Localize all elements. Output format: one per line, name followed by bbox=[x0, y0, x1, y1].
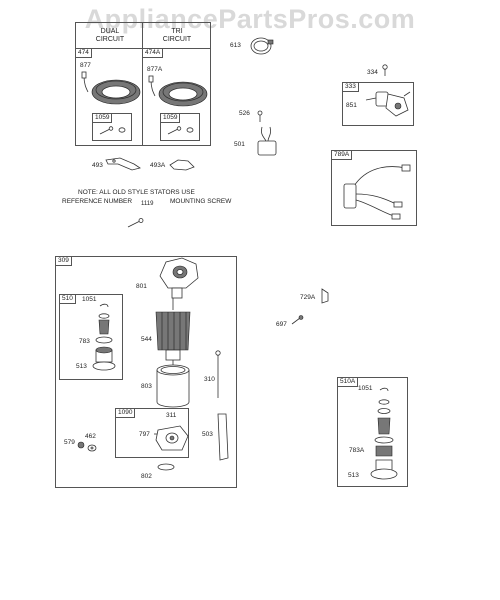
ref-789a: 789A bbox=[332, 151, 353, 160]
label-802: 802 bbox=[141, 473, 152, 480]
ref-510: 510 bbox=[60, 295, 76, 304]
ref-1090: 1090 bbox=[116, 409, 136, 418]
note-line-2-end: MOUNTING SCREW bbox=[170, 198, 232, 205]
watermark: AppliancePartsPros.com bbox=[84, 4, 416, 34]
label-513-right: 513 bbox=[348, 472, 359, 479]
gear-stack-510a bbox=[370, 387, 398, 480]
note-line-2: REFERENCE NUMBER bbox=[62, 198, 133, 205]
screw-526 bbox=[257, 110, 263, 122]
note-line-1: NOTE: ALL OLD STYLE STATORS USE bbox=[78, 189, 195, 196]
label-613: 613 bbox=[230, 42, 241, 49]
label-877a: 877A bbox=[147, 66, 163, 73]
stator-877-drawing bbox=[81, 71, 141, 105]
label-513: 513 bbox=[76, 363, 87, 370]
label-579: 579 bbox=[64, 439, 75, 446]
stator-header-divider bbox=[75, 48, 211, 49]
label-1051-right: 1051 bbox=[358, 385, 373, 392]
label-801: 801 bbox=[136, 283, 147, 290]
label-462: 462 bbox=[85, 433, 96, 440]
label-526: 526 bbox=[239, 110, 250, 117]
label-797: 797 bbox=[139, 431, 150, 438]
label-334: 334 bbox=[367, 69, 378, 76]
bracket-503 bbox=[217, 413, 229, 461]
label-803: 803 bbox=[141, 383, 152, 390]
harness-789a bbox=[343, 164, 411, 220]
box-1090 bbox=[115, 408, 189, 458]
bracket-493 bbox=[105, 157, 141, 171]
stator-divider bbox=[142, 22, 143, 146]
note-ref-1119: 1119 bbox=[141, 201, 154, 207]
label-503: 503 bbox=[202, 431, 213, 438]
starter-box-309 bbox=[55, 256, 237, 488]
sub-box-1059-left bbox=[92, 113, 132, 141]
thru-bolt-310 bbox=[215, 350, 221, 398]
solenoid-851 bbox=[365, 91, 411, 117]
label-783: 783 bbox=[79, 338, 90, 345]
clamp-613 bbox=[250, 37, 274, 55]
ref-1059-left: 1059 bbox=[93, 114, 113, 123]
gear-stack-510 bbox=[92, 303, 116, 371]
mounting-screw-1119 bbox=[127, 218, 144, 228]
screw-washer-right bbox=[167, 126, 194, 135]
box-510a bbox=[337, 377, 408, 487]
nut-579 bbox=[77, 441, 85, 449]
housing-803 bbox=[156, 364, 190, 408]
box-333 bbox=[342, 82, 414, 126]
tri-circuit-header: TRI CIRCUIT bbox=[162, 28, 192, 43]
label-310: 310 bbox=[204, 376, 215, 383]
washer-462 bbox=[87, 444, 97, 452]
stator-877a-drawing bbox=[148, 75, 208, 107]
box-510 bbox=[59, 294, 123, 380]
rectifier-501 bbox=[257, 126, 277, 156]
label-851: 851 bbox=[346, 102, 357, 109]
label-544: 544 bbox=[141, 336, 152, 343]
brush-plate-797 bbox=[154, 425, 189, 451]
ref-309: 309 bbox=[56, 257, 72, 266]
box-789a bbox=[331, 150, 417, 226]
sub-box-1059-right bbox=[160, 113, 200, 141]
end-cap-802 bbox=[157, 463, 175, 471]
label-501: 501 bbox=[234, 141, 245, 148]
stator-panel bbox=[75, 22, 211, 146]
ref-474a: 474A bbox=[143, 49, 164, 58]
label-493a: 493A bbox=[150, 162, 166, 169]
ref-474: 474 bbox=[76, 49, 92, 58]
label-493: 493 bbox=[92, 162, 103, 169]
label-877: 877 bbox=[80, 62, 91, 69]
label-311: 311 bbox=[166, 412, 177, 419]
bracket-493a bbox=[169, 159, 195, 171]
label-729a: 729A bbox=[300, 294, 316, 301]
screw-334 bbox=[382, 64, 388, 76]
drive-end-cap-801 bbox=[159, 257, 199, 299]
label-783a: 783A bbox=[349, 447, 365, 454]
screw-washer-left bbox=[99, 126, 126, 135]
ref-333: 333 bbox=[343, 83, 359, 92]
dual-circuit-header: DUAL CIRCUIT bbox=[95, 28, 125, 43]
ref-510a: 510A bbox=[338, 378, 359, 387]
label-1051: 1051 bbox=[82, 296, 97, 303]
label-697: 697 bbox=[276, 321, 287, 328]
screw-697 bbox=[291, 315, 304, 325]
armature-544 bbox=[155, 298, 191, 366]
part-729a bbox=[321, 288, 329, 304]
ref-1059-right: 1059 bbox=[161, 114, 181, 123]
